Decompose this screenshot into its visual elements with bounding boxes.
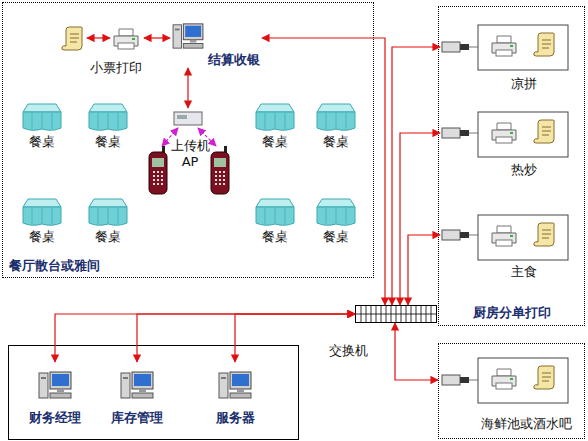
receipt-icon	[534, 223, 555, 246]
dining-table: 餐桌	[314, 98, 358, 150]
computer-icon	[121, 372, 153, 398]
node-label: 热炒	[478, 162, 570, 178]
switch-body	[356, 306, 437, 323]
node-label: 餐桌	[253, 134, 297, 150]
table-icon	[256, 199, 294, 225]
node-label: 交换机	[329, 343, 368, 359]
dining-table: 餐桌	[20, 98, 64, 150]
kitchen-printer: 凉拼	[440, 22, 570, 94]
kitchen-region: 厨房分单打印 凉拼热炒主食	[438, 6, 585, 326]
network-switch: 交换机	[355, 305, 437, 323]
printer-icon	[492, 226, 516, 246]
dining-table: 餐桌	[86, 193, 130, 245]
printer-icon	[114, 29, 138, 49]
node-label: 餐桌	[20, 134, 64, 150]
table-icon	[89, 199, 127, 225]
print-server-icon	[442, 230, 469, 240]
network-link	[144, 37, 170, 38]
ticket-printer: 小票打印	[88, 22, 144, 76]
receipt-icon	[534, 120, 555, 143]
kitchen-printer: 主食	[440, 210, 570, 282]
node-label: 海鲜池或酒水吧	[469, 416, 584, 432]
network-link	[187, 68, 188, 108]
dining-area-region: 餐厅散台或雅间小票打印结算收银上传机 AP餐桌餐桌餐桌餐桌餐桌餐桌餐桌餐桌	[2, 2, 374, 278]
node-label: 财务经理	[22, 410, 88, 426]
receipt-icon	[534, 366, 555, 389]
computer-icon	[39, 372, 71, 398]
table-icon	[23, 104, 61, 130]
bar-region: 海鲜池或酒水吧	[438, 343, 585, 439]
network-link	[400, 133, 440, 305]
node-label: 结算收银	[208, 52, 260, 68]
printer-icon	[492, 369, 516, 389]
dining-table: 餐桌	[253, 193, 297, 245]
table-icon	[317, 104, 355, 130]
node-label: 主食	[478, 264, 570, 280]
node-label: 餐桌	[314, 229, 358, 245]
office-computer: 库存管理	[104, 362, 170, 426]
network-link	[137, 314, 355, 362]
computer-icon	[173, 24, 203, 48]
ap-device	[174, 112, 202, 125]
printer-icon	[492, 36, 516, 56]
printer-cable	[469, 47, 478, 48]
print-server-icon	[442, 375, 469, 385]
printer-box	[478, 25, 568, 70]
table-icon	[256, 104, 294, 130]
kitchen-printer: 热炒	[440, 108, 570, 180]
ap-device-panel	[177, 115, 187, 119]
dining-table: 餐桌	[314, 193, 358, 245]
print-server-icon	[442, 42, 469, 52]
printer-box	[478, 112, 568, 157]
office-computer: 财务经理	[22, 362, 88, 426]
node-label: 厨房分单打印	[439, 305, 584, 321]
computer-icon	[219, 372, 251, 398]
node-label: 餐桌	[20, 229, 64, 245]
network-link	[55, 314, 355, 362]
node-label: 餐厅散台或雅间	[9, 258, 100, 274]
network-link	[395, 323, 438, 380]
table-icon	[23, 199, 61, 225]
network-link	[408, 235, 440, 305]
node-label: 餐桌	[86, 134, 130, 150]
access-point: 上传机 AP	[166, 108, 214, 170]
printer-cable	[469, 235, 478, 236]
dining-table: 餐桌	[253, 98, 297, 150]
node-label: 餐桌	[314, 134, 358, 150]
table-icon	[89, 104, 127, 130]
printer-box	[478, 358, 568, 403]
node-label: 餐桌	[253, 229, 297, 245]
node-label: 餐桌	[86, 229, 130, 245]
cashier-station: 结算收银	[170, 20, 262, 68]
receipt-icon	[62, 27, 83, 50]
receipt-icon	[534, 33, 555, 56]
node-label: 凉拼	[478, 76, 570, 92]
node-label: 上传机 AP	[166, 138, 214, 170]
printer-icon	[492, 123, 516, 143]
network-link	[392, 47, 440, 305]
node-label: 服务器	[206, 410, 264, 426]
dining-table: 餐桌	[20, 193, 64, 245]
phone-icon	[211, 146, 229, 194]
phone-icon	[149, 146, 167, 194]
table-icon	[317, 199, 355, 225]
switch-ports	[355, 305, 437, 323]
network-link	[262, 38, 385, 305]
node-label: 库存管理	[104, 410, 170, 426]
office-frame	[9, 346, 299, 440]
office-computer: 服务器	[206, 362, 264, 426]
printer-cable	[469, 380, 478, 381]
dining-table: 餐桌	[86, 98, 130, 150]
print-server-icon	[442, 128, 469, 138]
printer-box	[478, 215, 568, 260]
printer-cable	[469, 133, 478, 134]
node-label: 小票打印	[88, 60, 144, 76]
print-arrow	[87, 37, 110, 38]
